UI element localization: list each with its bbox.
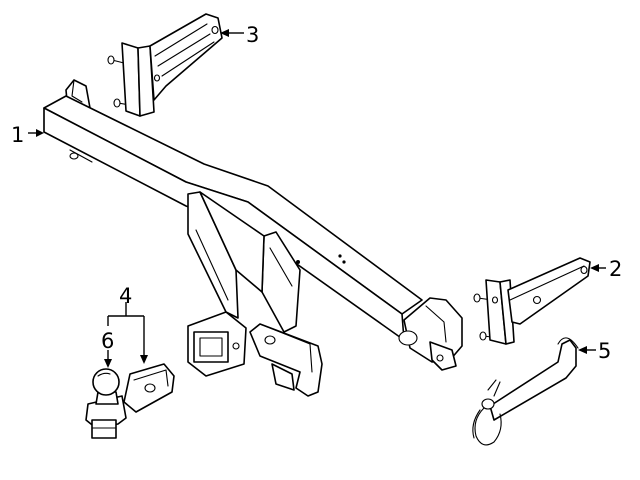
part-1-receiver-body bbox=[187, 191, 323, 397]
leader-2 bbox=[590, 264, 606, 272]
callout-3: 3 bbox=[246, 23, 259, 47]
leader-1 bbox=[28, 129, 44, 137]
callout-1: 1 bbox=[11, 123, 24, 147]
part-6-tow-ball bbox=[92, 368, 120, 405]
part-5-hitch-pin bbox=[472, 337, 579, 446]
leader-6 bbox=[104, 316, 112, 368]
leader-4 bbox=[108, 302, 148, 364]
leader-3 bbox=[220, 29, 244, 37]
part-1-cross-beam bbox=[43, 79, 463, 371]
part-2-side-bracket bbox=[473, 257, 591, 345]
leader-5 bbox=[578, 346, 596, 354]
callout-6: 6 bbox=[101, 329, 114, 353]
callout-2: 2 bbox=[609, 257, 622, 281]
part-3-upper-bracket bbox=[107, 13, 223, 117]
callout-4: 4 bbox=[119, 284, 132, 308]
callout-5: 5 bbox=[598, 339, 611, 363]
